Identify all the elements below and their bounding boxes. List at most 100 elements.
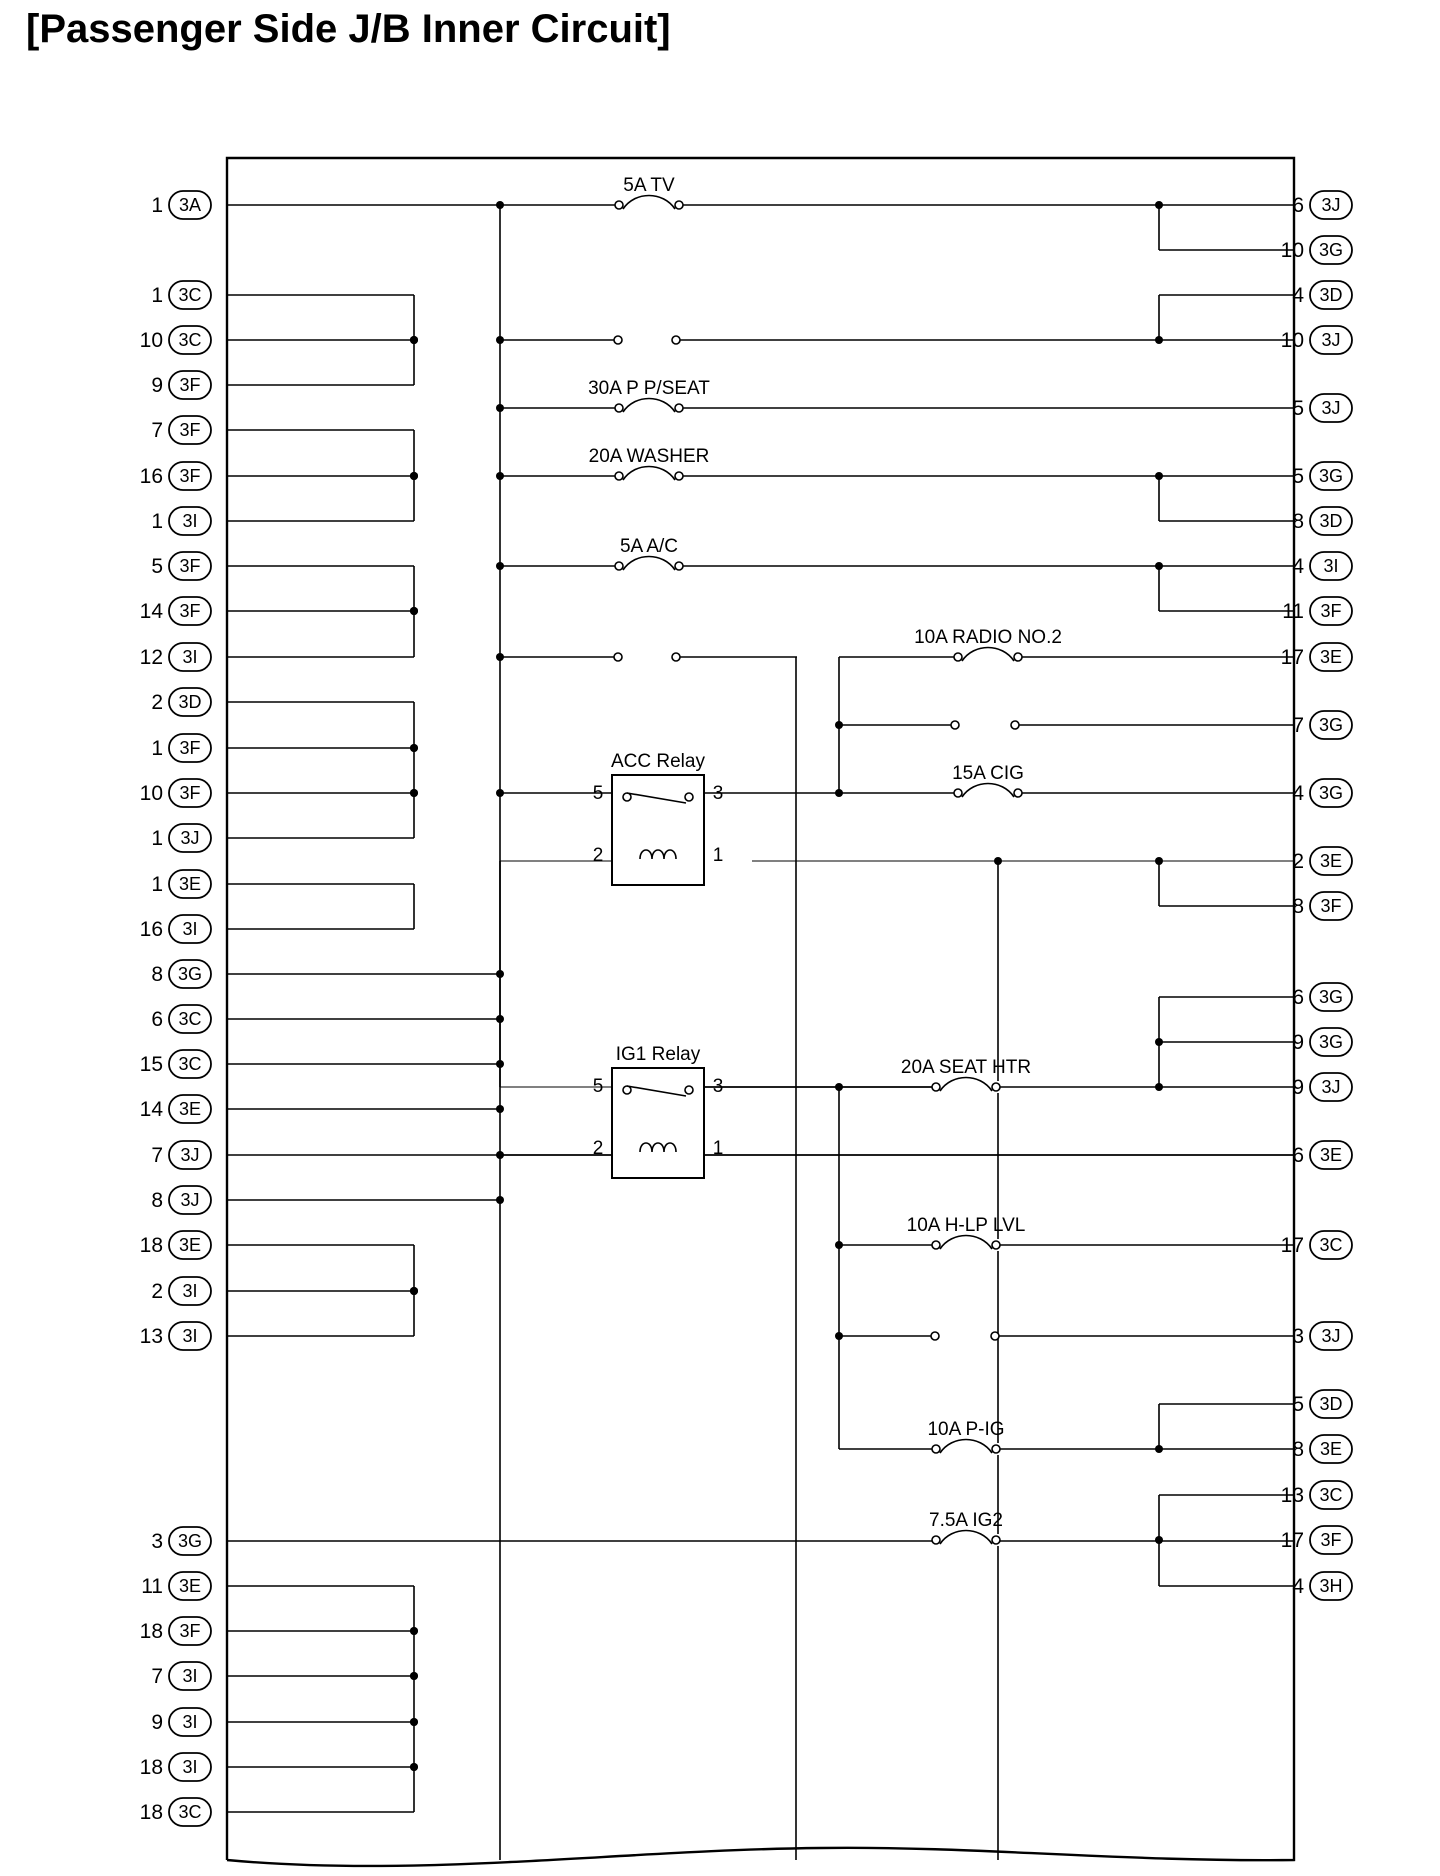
fuse-10a-h-lp-lvl: 10A H-LP LVL: [907, 1215, 1025, 1251]
fuse-gap: [932, 1081, 1000, 1093]
connector-badge: [168, 642, 212, 672]
junction-dot: [1155, 472, 1163, 480]
connector-badge: [1309, 1434, 1353, 1464]
junction-dot: [835, 1332, 843, 1340]
connector-badge: [168, 506, 212, 536]
connector-id: 3E: [179, 1235, 201, 1255]
connector-id: 3J: [180, 1145, 199, 1165]
pin-number: 8: [1292, 1438, 1304, 1461]
fuse-terminal: [953, 652, 963, 662]
left-terminal: 3D2: [151, 687, 212, 717]
connector-badge: [168, 823, 212, 853]
relay-name: ACC Relay: [611, 751, 705, 772]
junction-dot: [1155, 562, 1163, 570]
connector-id: 3G: [1319, 783, 1343, 803]
relay-pin-number: 1: [713, 1138, 724, 1159]
connector-badge: [168, 596, 212, 626]
connector-badge: [1309, 1321, 1353, 1351]
pin-number: 18: [140, 1756, 163, 1779]
connector-id: 3G: [178, 1531, 202, 1551]
junction-dot: [835, 721, 843, 729]
pin-number: 16: [140, 918, 163, 941]
pin-number: 11: [1282, 600, 1304, 623]
connector-badge: [1309, 1072, 1353, 1102]
connector-id: 3D: [1319, 285, 1342, 305]
fuse-10a-radio-no-2: 10A RADIO NO.2: [914, 627, 1062, 663]
left-terminal: 3I1: [151, 506, 212, 536]
relay-pin-number: 1: [713, 845, 724, 866]
fuse-element: [939, 1529, 993, 1545]
left-terminal: 3J 7: [151, 1140, 212, 1170]
connector-badge: [168, 733, 212, 763]
fuse-gap: [954, 651, 1022, 663]
pin-number: 7: [151, 1144, 163, 1167]
fuse-gap: [954, 787, 1022, 799]
relay-body: [611, 774, 705, 886]
connector-badge: [168, 461, 212, 491]
connector-id: 3I: [182, 511, 197, 531]
pin-number: 3: [151, 1530, 163, 1553]
junction-dot: [410, 744, 418, 752]
right-terminal: 3J9: [1292, 1072, 1353, 1102]
connector-id: 3G: [1319, 466, 1343, 486]
pin-number: 13: [140, 1325, 163, 1348]
connector-badge: [168, 325, 212, 355]
connector-id: 3E: [1320, 647, 1342, 667]
connector-badge: [168, 869, 212, 899]
pin-number: 4: [1292, 782, 1304, 805]
connector-badge: [1309, 1027, 1353, 1057]
right-terminal: 3E6: [1292, 1140, 1353, 1170]
relay-pin-number: 5: [593, 1076, 604, 1097]
left-terminal: 3C6: [151, 1004, 212, 1034]
pin-number: 2: [1292, 850, 1304, 873]
connector-id: 3E: [1320, 1439, 1342, 1459]
junction-dot: [410, 1763, 418, 1771]
pin-number: 15: [140, 1053, 163, 1076]
connector-id: 3I: [182, 1281, 197, 1301]
left-terminal: 3G 3: [151, 1526, 212, 1556]
open-link-gap: [616, 334, 678, 346]
connector-badge: [168, 959, 212, 989]
junction-dot: [835, 789, 843, 797]
connector-badge: [1309, 551, 1353, 581]
pin-number: 4: [1292, 555, 1304, 578]
connector-id: 3C: [178, 1054, 201, 1074]
fuse-terminal: [674, 403, 684, 413]
fuse-element: [622, 194, 676, 210]
fuse-label: 10A RADIO NO.2: [914, 627, 1062, 648]
left-terminal: 3E1: [151, 869, 212, 899]
relay-switch-arm: [626, 792, 687, 804]
pin-number: 12: [140, 646, 163, 669]
fuse-terminal: [614, 403, 624, 413]
fuse-terminal: [674, 471, 684, 481]
pin-number: 14: [140, 600, 164, 623]
connector-id: 3G: [1319, 987, 1343, 1007]
connector-badge: [1309, 461, 1353, 491]
pin-number: 1: [151, 737, 163, 760]
pin-number: 11: [141, 1575, 163, 1598]
pin-number: 16: [140, 465, 163, 488]
right-terminal: 3I4: [1292, 551, 1353, 581]
left-terminal: 3J1: [151, 823, 212, 853]
connector-id: 3F: [179, 420, 200, 440]
pin-number: 1: [151, 194, 163, 217]
pin-number: 6: [1292, 194, 1304, 217]
left-terminal: 3F5: [151, 551, 212, 581]
fuse-gap: [932, 1443, 1000, 1455]
connector-id: 3G: [1319, 715, 1343, 735]
right-terminal: 3D4: [1292, 280, 1353, 310]
left-terminal: 3C 15: [140, 1049, 212, 1079]
pin-number: 7: [151, 419, 163, 442]
connector-id: 3D: [1319, 511, 1342, 531]
pin-number: 6: [1292, 1144, 1304, 1167]
connector-id: 3A: [179, 195, 201, 215]
right-terminal: 3G5: [1292, 461, 1353, 491]
fuse-label: 5A A/C: [620, 536, 678, 557]
